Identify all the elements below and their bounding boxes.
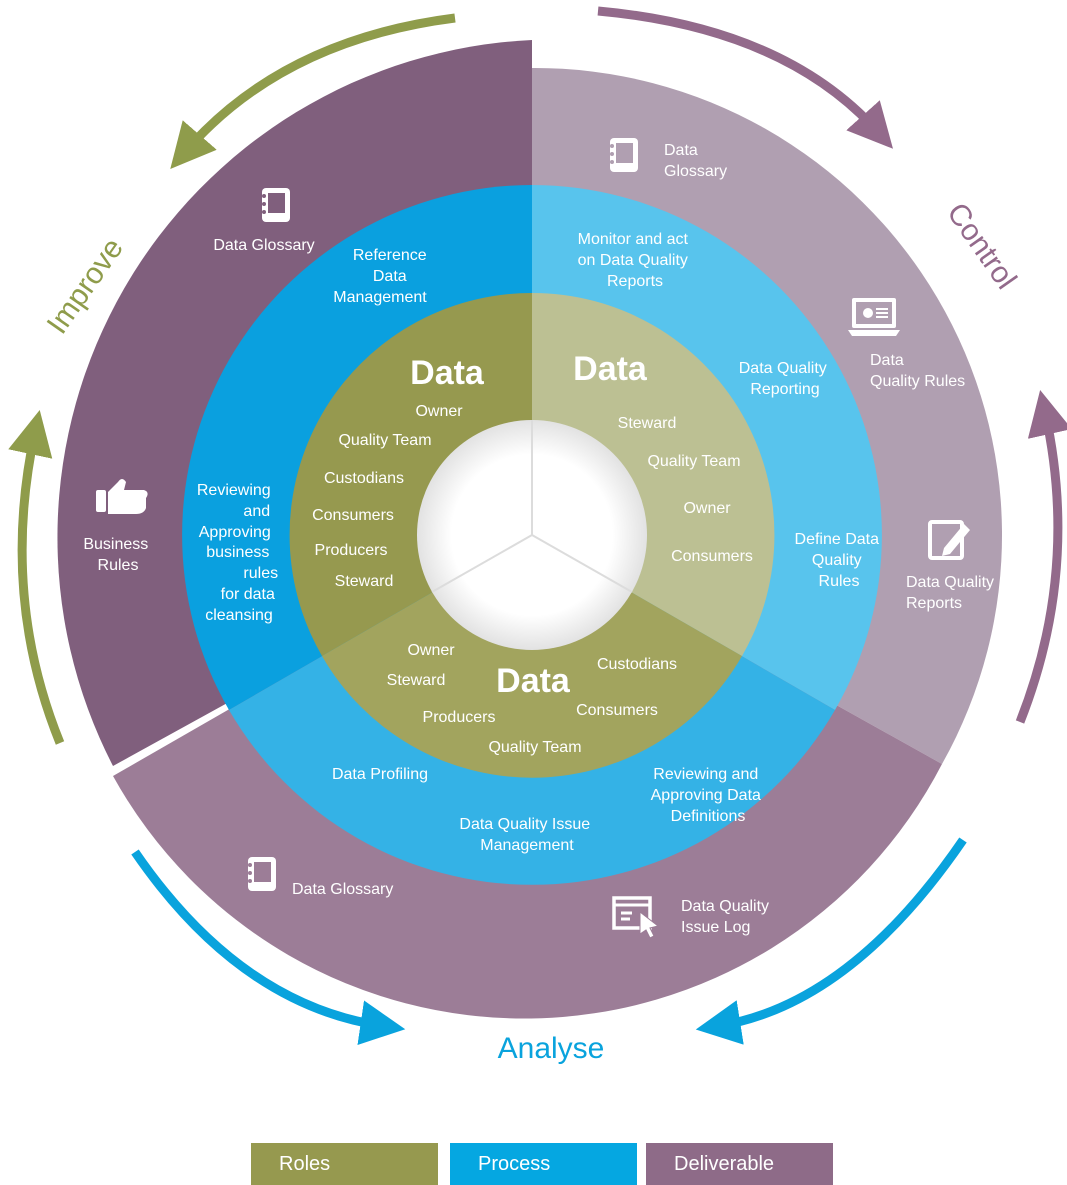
document-pen-icon (928, 520, 970, 560)
legend-deliverable: Deliverable (646, 1143, 833, 1185)
process-issue-management: Data Quality Issue Management (459, 816, 594, 854)
role-label: Quality Team (647, 453, 740, 470)
deliverable-dq-reports: Data Quality Reports (906, 574, 999, 612)
process-monitor-reports: Monitor and act on Data Quality Reports (578, 231, 693, 290)
legend-roles-label: Roles (279, 1153, 331, 1175)
notebook-icon (610, 138, 638, 172)
deliverable-business-rules: Business Rules (83, 536, 152, 574)
role-label: Steward (335, 573, 394, 590)
laptop-icon (848, 298, 900, 336)
role-label: Producers (315, 542, 388, 559)
role-label: Custodians (324, 470, 404, 487)
hole-dividers (431, 420, 633, 593)
analyse-roles-sector (322, 535, 742, 778)
improve-left-arrow (8, 410, 65, 745)
deliverable-dq-rules: Data Quality Rules (870, 352, 965, 390)
role-label: Quality Team (488, 739, 581, 756)
window-cursor-icon (612, 896, 660, 939)
thumbs-up-icon (96, 479, 148, 514)
notebook-icon (262, 188, 290, 222)
role-label: Owner (407, 642, 455, 659)
deliverable-analyse-glossary: Data Glossary (292, 881, 393, 898)
phase-label-control: Control (940, 197, 1023, 295)
control-right-arrow (1015, 390, 1067, 724)
legend-roles: Roles (251, 1143, 438, 1185)
role-label: Consumers (671, 548, 753, 565)
role-label: Owner (683, 500, 731, 517)
process-reviewing-business-rules: Reviewing and Approving business rules f… (197, 482, 283, 624)
notebook-icon (248, 857, 276, 891)
improve-top-arrow (170, 13, 456, 170)
roles-title-control: Data (573, 350, 648, 388)
process-reference-data-management: Reference Data Management (333, 247, 431, 306)
role-label: Custodians (597, 656, 677, 673)
role-label: Producers (423, 709, 496, 726)
roles-title-analyse: Data (496, 662, 571, 700)
role-label: Consumers (312, 507, 394, 524)
legend-deliverable-label: Deliverable (674, 1153, 775, 1175)
phase-arrows (8, 6, 1067, 1045)
deliverable-text: Data Glossary Business Rules Data Glossa… (83, 142, 999, 936)
process-data-profiling: Data Profiling (332, 766, 428, 783)
process-reviewing-definitions: Reviewing and Approving Data Definitions (651, 766, 766, 825)
phase-label-analyse: Analyse (498, 1032, 605, 1065)
roles-title-improve: Data (410, 354, 485, 392)
roles-text: Data Data Data Owner Quality Team Custod… (312, 350, 753, 756)
role-label: Quality Team (338, 432, 431, 449)
role-label: Owner (415, 403, 463, 420)
role-label: Steward (387, 672, 446, 689)
process-define-rules: Define Data Quality Rules (795, 531, 884, 590)
process-text: Reference Data Management Reviewing and … (197, 231, 884, 854)
deliverable-control-glossary: Data Glossary (664, 142, 727, 180)
role-label: Steward (618, 415, 677, 432)
process-dq-reporting: Data Quality Reporting (739, 360, 832, 398)
analyse-right-arrow (695, 837, 967, 1045)
deliverable-issue-log: Data Quality Issue Log (681, 898, 774, 936)
legend-process: Process (450, 1143, 637, 1185)
control-top-arrow (597, 6, 894, 149)
legend-process-label: Process (478, 1153, 551, 1175)
analyse-left-arrow (131, 849, 406, 1045)
deliverable-improve-glossary: Data Glossary (213, 237, 314, 254)
role-label: Consumers (576, 702, 658, 719)
